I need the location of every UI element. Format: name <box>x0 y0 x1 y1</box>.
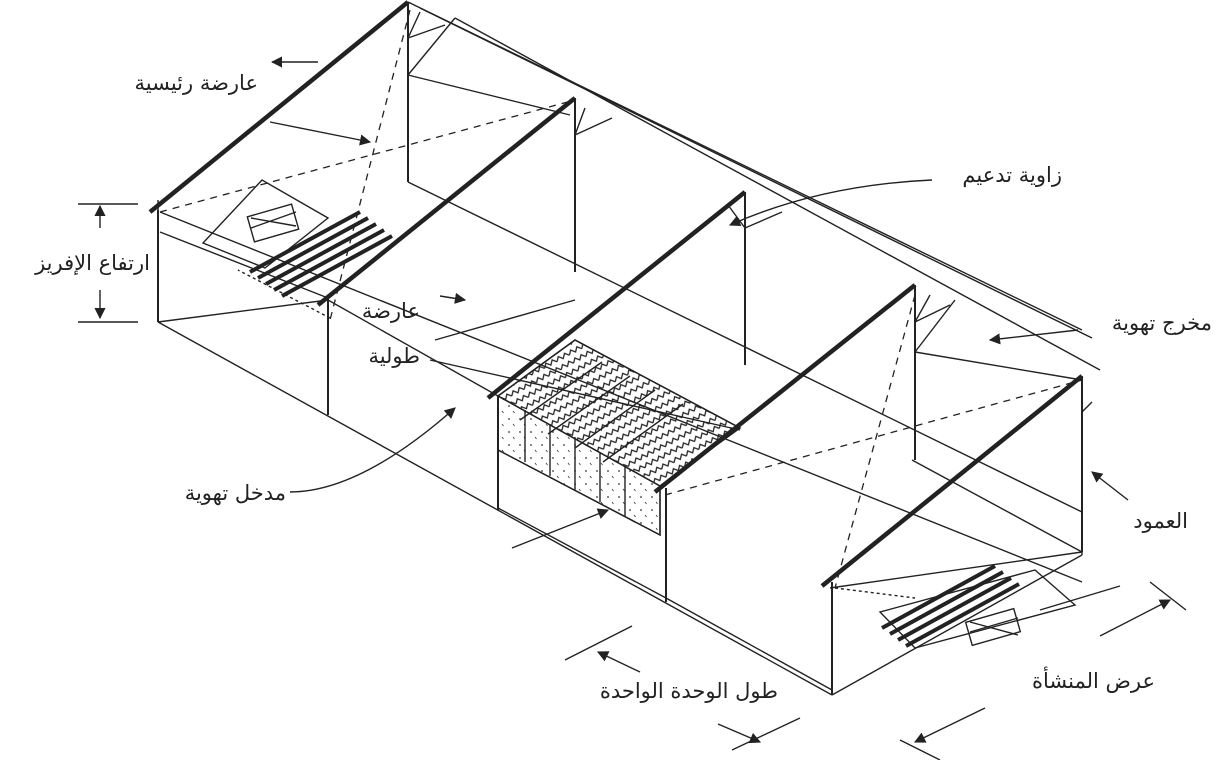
rafter-1 <box>148 0 410 214</box>
mid-wall-line <box>327 299 499 397</box>
annotation-arrows <box>78 56 1187 760</box>
inlet-box <box>246 203 300 243</box>
dashed-diagonal-1 <box>159 99 576 213</box>
pad-front-dotted <box>497 394 661 537</box>
outlet-slats <box>881 564 1020 648</box>
arrow-width-left <box>913 707 986 743</box>
far-wall-line <box>665 597 833 691</box>
label-brace-angle: زاوية تدعيم <box>962 163 1062 188</box>
lower-wall-line <box>497 507 667 599</box>
label-air-outlet: مخرج تهوية <box>1112 311 1212 336</box>
labels: عارضة رئيسية زاوية تدعيم ارتفاع الإفريز … <box>34 71 1212 703</box>
width-leader <box>1039 585 1121 611</box>
dotted-floor-1 <box>237 269 331 319</box>
cooling-pad <box>496 339 742 537</box>
brace-5 <box>1081 401 1093 413</box>
inlet-plate <box>201 179 330 269</box>
bay-tick-2 <box>731 717 801 751</box>
rafter-3 <box>486 190 747 400</box>
label-long-beam-1: عارضة <box>362 299 420 323</box>
arrow-bay-left <box>596 651 641 673</box>
label-eave-height: ارتفاع الإفريز <box>34 251 150 275</box>
end-wall-ground <box>831 554 1083 696</box>
arrow-column <box>1091 471 1129 501</box>
bay-tick-1 <box>564 625 633 661</box>
rafter-2 <box>316 96 577 307</box>
roof-ridge-line-3 <box>454 17 1101 371</box>
width-tick-2 <box>899 739 941 760</box>
lower-right-floor <box>829 551 1083 589</box>
label-column: العمود <box>1133 509 1188 533</box>
label-long-beam-2: طولية <box>368 344 420 368</box>
left-end-ground <box>157 299 329 323</box>
arrow-bay-right <box>717 723 762 744</box>
outlet-box <box>964 607 1022 647</box>
width-tick-1 <box>1149 581 1187 611</box>
brace-4 <box>914 294 951 323</box>
arrow-long-beam <box>439 292 467 304</box>
inner-floor-line-2 <box>434 299 576 341</box>
inlet-box-x <box>250 211 297 229</box>
air-inlet-right <box>878 564 1077 649</box>
label-building-width: عرض المنشأة <box>1032 666 1155 693</box>
pad-divisions <box>519 361 684 516</box>
roof-ridge-line-2 <box>419 7 1093 339</box>
arrow-air-inlet <box>289 407 456 493</box>
label-main-rafter: عارضة رئيسية <box>135 71 259 95</box>
cross-brace-1 <box>407 17 571 116</box>
inlet-slats <box>249 210 393 298</box>
air-inlet-left <box>201 179 393 298</box>
dotted-floor-2 <box>834 587 916 599</box>
arrow-main-rafter-2 <box>269 121 372 146</box>
arrow-brace-angle <box>728 179 933 227</box>
dashed-vertical-1 <box>329 9 411 321</box>
rafter-5 <box>820 374 1084 588</box>
arrow-air-outlet <box>988 329 1079 345</box>
dashed-vertical-2 <box>834 294 916 589</box>
cross-brace-2 <box>914 299 1083 381</box>
front-ground-line <box>157 321 833 696</box>
arrow-width-right <box>1099 599 1171 637</box>
outlet-box-x <box>969 617 1019 636</box>
brace-1 <box>407 11 446 39</box>
arrow-air-inlet-2 <box>511 508 610 549</box>
brace-2 <box>574 107 613 136</box>
label-bay-length: طول الوحدة الواحدة <box>600 679 778 703</box>
lower-right-floor-2 <box>911 459 1083 553</box>
label-air-inlet: مدخل تهوية <box>185 481 286 505</box>
